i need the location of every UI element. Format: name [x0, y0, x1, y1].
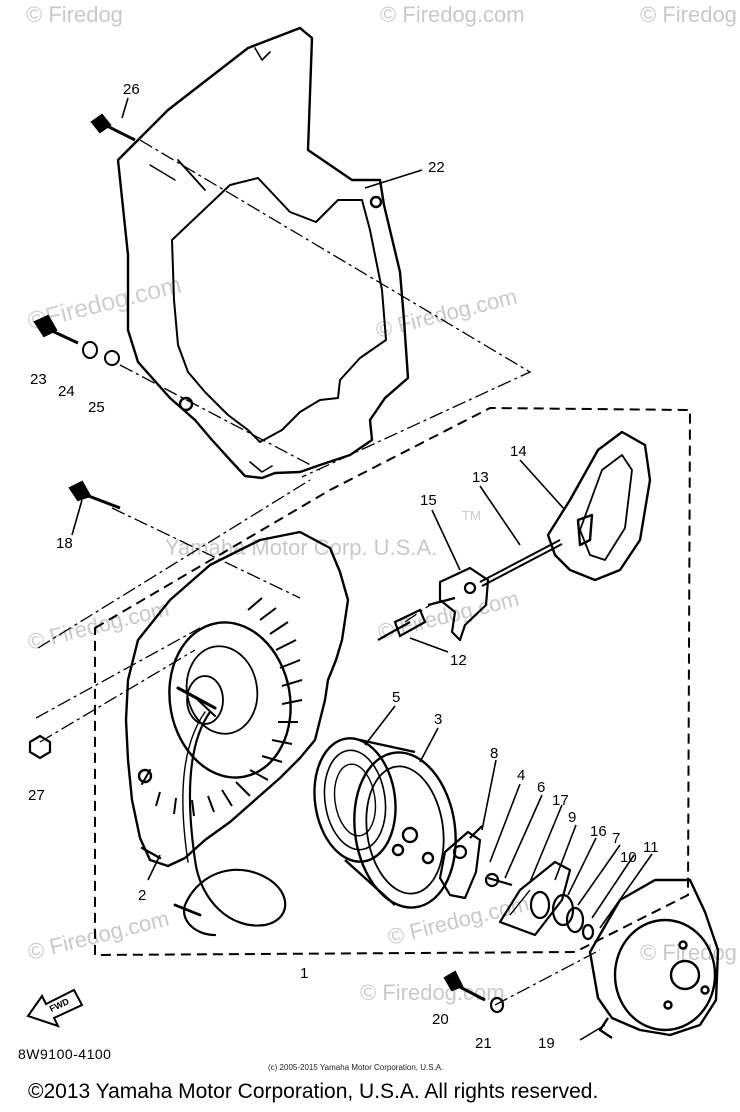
watermark: © Firedog.com: [375, 586, 521, 645]
callouts: 26 22 23 24 25 18 15 13 14 12 5 3 8 4 6 …: [28, 81, 659, 1052]
watermark: © Firedog.com: [380, 2, 525, 27]
watermark: TM: [462, 508, 481, 523]
callout: 6: [537, 779, 545, 796]
callout: 10: [620, 849, 637, 866]
watermark: © Firedog.com: [25, 906, 171, 965]
drive-case: [588, 878, 720, 1039]
rope-13: [479, 539, 563, 587]
callout: 16: [590, 823, 607, 840]
nut-27: [28, 734, 52, 760]
fwd-arrow: FWD: [26, 988, 84, 1028]
callout: 14: [510, 443, 527, 460]
plate-parts: [484, 860, 595, 941]
watermark: © Firedog: [640, 2, 737, 27]
watermark: © Firedog.com: [385, 891, 531, 950]
callout: 17: [552, 792, 569, 809]
drive-pawl: [438, 825, 483, 900]
callout: 11: [643, 839, 659, 856]
callout: 24: [58, 383, 75, 400]
callout: 26: [123, 81, 140, 98]
watermark: Yamaha Motor Corp. U.S.A.: [165, 535, 437, 560]
watermark: © Firedog.com: [360, 980, 505, 1005]
callout: 21: [475, 1035, 492, 1052]
alignment-lines: [35, 139, 601, 1006]
callout: 8: [490, 745, 498, 762]
fan-cover: [116, 26, 410, 480]
callout: 12: [450, 652, 467, 669]
watermark: © Firedog.com: [373, 284, 519, 343]
bolt-23: [33, 314, 120, 366]
recoil-pulley: [313, 737, 457, 909]
callout: 22: [428, 159, 445, 176]
rope-guide: [427, 566, 490, 642]
callout: 15: [420, 492, 437, 509]
footer-copyright: ©2013 Yamaha Motor Corporation, U.S.A. A…: [28, 1080, 599, 1103]
bolt-18: [68, 480, 121, 510]
callout: 27: [28, 787, 45, 804]
callout: 13: [472, 469, 489, 486]
callout: 25: [88, 399, 105, 416]
starter-handle: [546, 430, 652, 582]
starter-rope: [173, 710, 287, 937]
callout: 19: [538, 1035, 555, 1052]
bolt-20: [443, 970, 505, 1014]
callout: 9: [568, 809, 576, 826]
callout: 2: [138, 887, 146, 904]
callout: 1: [300, 965, 308, 982]
bolt-26: [90, 113, 136, 142]
housing-fins: [155, 597, 303, 817]
leader-lines: [71, 97, 653, 1041]
callout: 18: [56, 535, 73, 552]
callout: 23: [30, 371, 47, 388]
watermark: © Firedog: [26, 2, 123, 27]
starter-housing: [124, 530, 350, 868]
callout: 7: [612, 830, 620, 847]
pin-12: [377, 608, 427, 641]
callout: 5: [392, 689, 400, 706]
callout: 20: [432, 1011, 449, 1028]
callout: 3: [434, 711, 442, 728]
diagram-code: 8W9100-4100: [18, 1046, 112, 1062]
callout: 4: [517, 767, 525, 784]
small-copyright: (c) 2005-2015 Yamaha Motor Corporation, …: [268, 1063, 444, 1072]
